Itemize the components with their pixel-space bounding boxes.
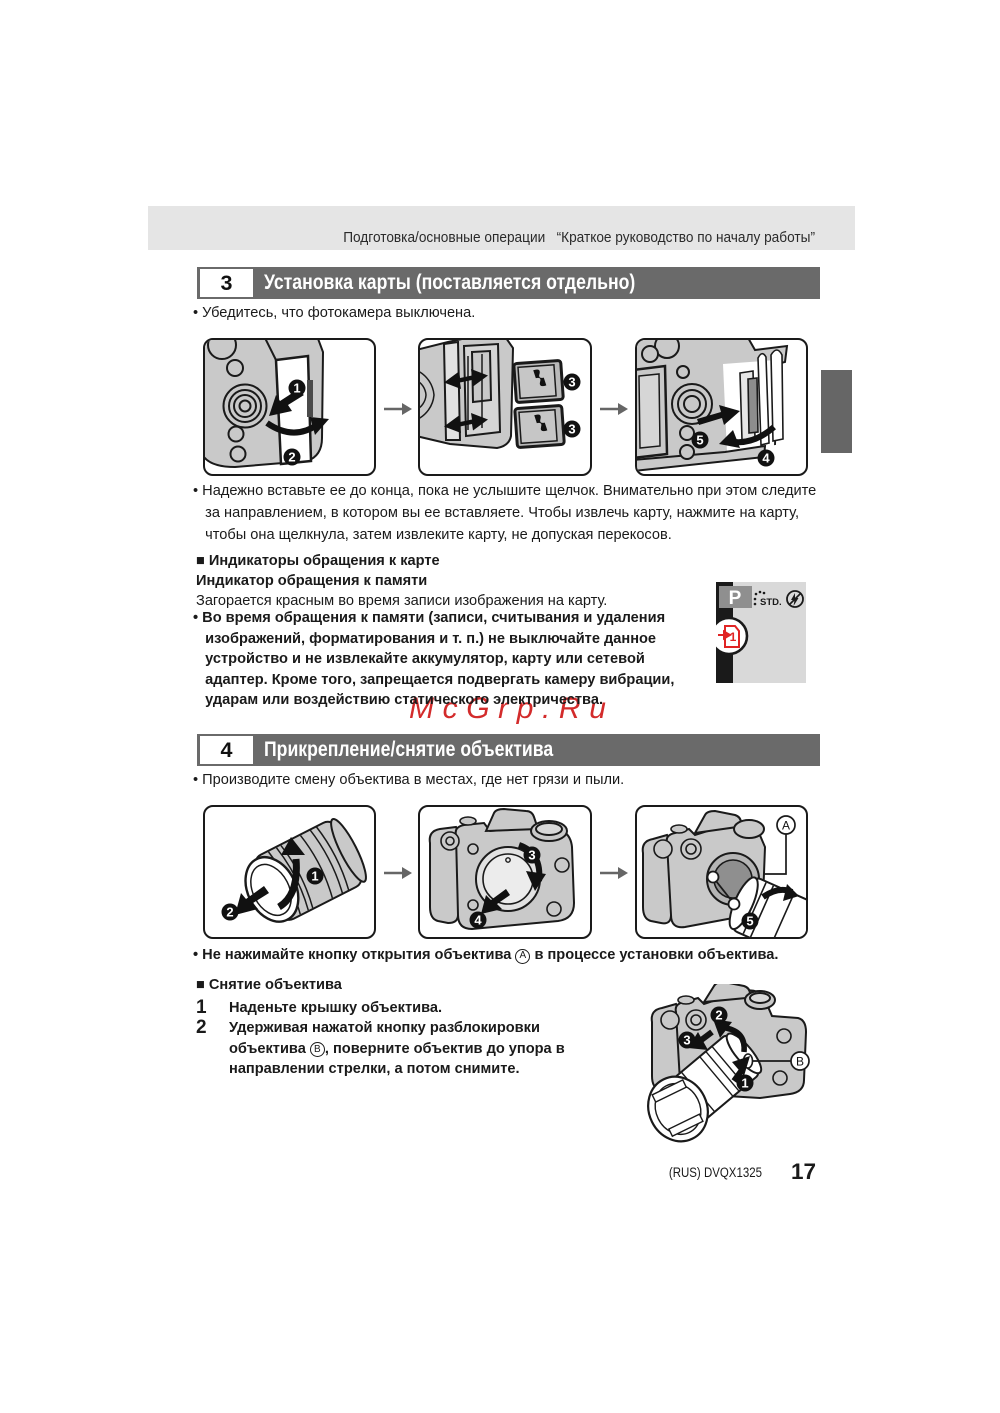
svg-text:5: 5 bbox=[746, 914, 753, 929]
svg-text:1: 1 bbox=[311, 869, 318, 884]
svg-text:STD.: STD. bbox=[760, 597, 782, 608]
svg-text:P: P bbox=[729, 588, 742, 609]
svg-text:5: 5 bbox=[696, 433, 703, 448]
svg-text:2: 2 bbox=[288, 450, 295, 465]
svg-text:3: 3 bbox=[528, 848, 535, 863]
svg-text:B: B bbox=[796, 1055, 804, 1069]
svg-text:A: A bbox=[782, 819, 790, 833]
svg-text:1: 1 bbox=[730, 630, 737, 644]
svg-text:4: 4 bbox=[474, 913, 482, 928]
svg-text:3: 3 bbox=[683, 1033, 690, 1048]
svg-text:3: 3 bbox=[568, 375, 575, 390]
svg-text:3: 3 bbox=[568, 422, 575, 437]
svg-text:1: 1 bbox=[293, 381, 300, 396]
svg-text:1: 1 bbox=[741, 1076, 748, 1091]
svg-text:4: 4 bbox=[762, 451, 770, 466]
svg-text:2: 2 bbox=[226, 905, 233, 920]
svg-text:2: 2 bbox=[715, 1008, 722, 1023]
